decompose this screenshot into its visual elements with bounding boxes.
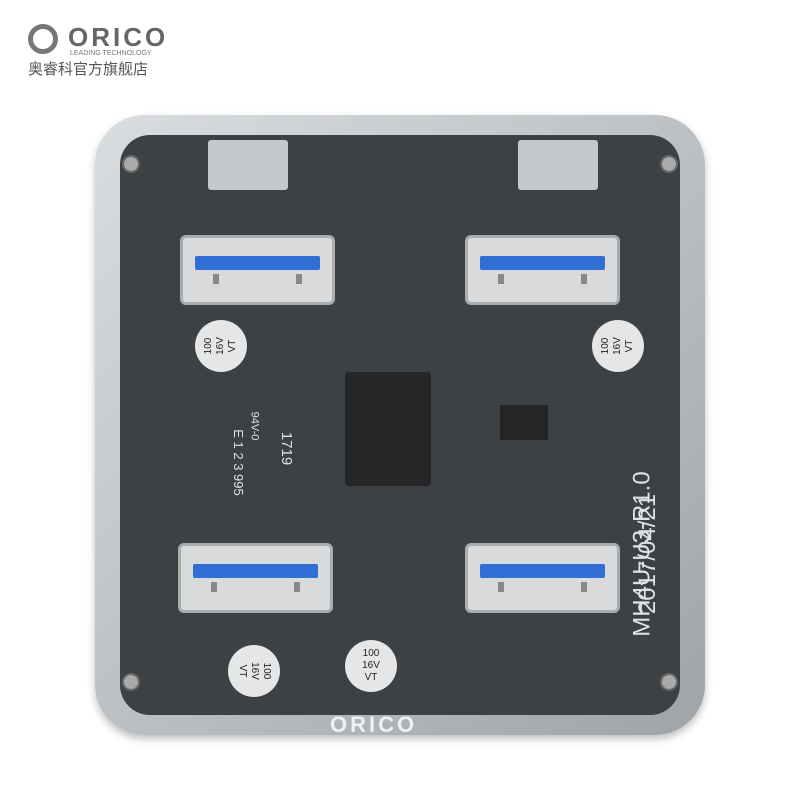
brand-name: ORICO [68,22,169,52]
capacitor: 100 16V VT [228,645,280,697]
orico-logo: ORICO LEADING TECHNOLOGY 奥睿科官方旗舰店 [28,22,198,82]
rating-silkscreen: 94V-0 [248,411,261,441]
screw-icon [660,155,678,173]
orico-logo-icon [28,24,58,54]
capacitor: 100 16V VT [592,320,644,372]
cert-silkscreen: E 1 2 3 995 [230,429,246,496]
connector-tab-right [518,140,598,190]
usb-port-1[interactable] [180,235,335,305]
capacitor: 100 16V VT [345,640,397,692]
screw-icon [660,673,678,691]
controller-chip [345,372,431,486]
capacitor: 100 16V VT [195,320,247,372]
usb-port-3[interactable] [178,543,333,613]
usb-port-2[interactable] [465,235,620,305]
screw-icon [122,673,140,691]
batch-silkscreen: 1719 [278,431,296,466]
date-silkscreen: 2017/04/21 [634,493,662,615]
screw-icon [122,155,140,173]
connector-tab-left [208,140,288,190]
store-name: 奥睿科官方旗舰店 [28,61,149,78]
embossed-logo: ORICO [330,712,418,737]
usb-port-4[interactable] [465,543,620,613]
brand-tagline: LEADING TECHNOLOGY [70,50,152,57]
ic-chip [500,405,548,440]
